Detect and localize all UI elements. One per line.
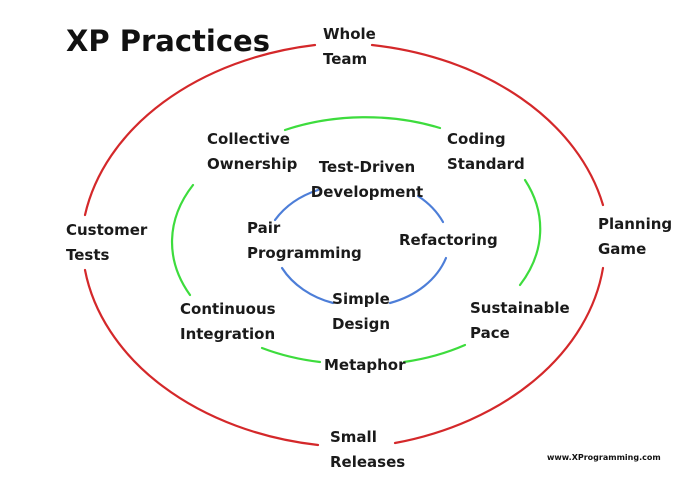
practice-planning-game: Planning Game (598, 212, 672, 262)
middle-ring-arc (260, 346, 322, 364)
inner-ring-arc (416, 194, 445, 224)
practice-label-line: Customer (66, 221, 148, 239)
inner-ring (273, 188, 448, 305)
practice-label-line: Development (310, 183, 424, 201)
practice-label-line: Team (323, 50, 368, 68)
middle-ring-arc (518, 178, 542, 287)
practice-label-line: Programming (247, 244, 362, 262)
practice-collective-ownership: Collective Ownership (207, 127, 297, 177)
practice-label-line: Whole (323, 25, 376, 43)
outer-ring (83, 43, 605, 447)
practice-label-line: Pace (470, 324, 510, 342)
practice-coding-standard: Coding Standard (447, 127, 525, 177)
practice-small-releases: Small Releases (330, 425, 405, 475)
practice-metaphor: Metaphor (324, 353, 406, 378)
middle-ring-arc (402, 343, 467, 364)
practice-label-line: Collective (207, 130, 290, 148)
inner-ring-arc (273, 188, 320, 222)
outer-ring-arc (83, 43, 317, 217)
outer-ring-arc (370, 43, 605, 207)
inner-ring-arc (388, 256, 448, 305)
practice-label-line: Releases (330, 453, 406, 471)
practice-label-line: Metaphor (324, 356, 406, 374)
practice-simple-design: Simple Design (330, 287, 392, 337)
practice-label-line: Tests (66, 246, 110, 264)
middle-ring-arc (283, 116, 442, 132)
outer-ring-arc (83, 268, 320, 447)
practice-label-line: Test-Driven (318, 158, 416, 176)
practice-label-line: Pair (247, 219, 281, 237)
practice-label-line: Simple (332, 290, 390, 308)
practice-label-line: Coding (447, 130, 506, 148)
practice-refactoring: Refactoring (399, 228, 498, 253)
practice-label-line: Design (331, 315, 391, 333)
practice-pair-programming: Pair Programming (247, 216, 362, 266)
practice-label-line: Game (598, 240, 647, 258)
practice-label-line: Continuous (180, 300, 276, 318)
inner-ring-arc (280, 266, 335, 305)
middle-ring (170, 116, 542, 364)
outer-ring-arc (393, 266, 605, 445)
practice-label-line: Ownership (207, 155, 298, 173)
practice-label-line: Planning (598, 215, 673, 233)
middle-ring-arc (170, 183, 195, 297)
practice-test-driven-development: Test-Driven Development (309, 155, 425, 205)
website-credit: www.XProgramming.com (547, 453, 661, 462)
practice-label-line: Standard (447, 155, 525, 173)
practice-label-line: Sustainable (470, 299, 570, 317)
practice-continuous-integration: Continuous Integration (180, 297, 276, 347)
page-title: XP Practices (66, 24, 270, 58)
practice-whole-team: Whole Team (323, 22, 376, 72)
practice-label-line: Small (330, 428, 377, 446)
practice-sustainable-pace: Sustainable Pace (470, 296, 570, 346)
practice-label-line: Integration (180, 325, 276, 343)
practice-label-line: Refactoring (399, 231, 498, 249)
practice-customer-tests: Customer Tests (66, 218, 147, 268)
